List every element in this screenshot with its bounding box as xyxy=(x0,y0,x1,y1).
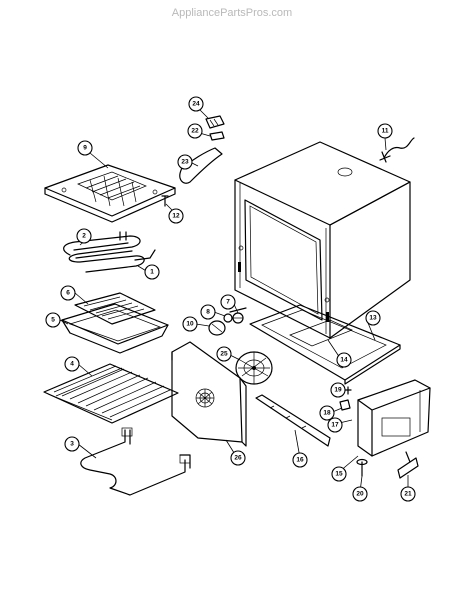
svg-text:25: 25 xyxy=(220,351,228,358)
svg-text:22: 22 xyxy=(191,128,199,135)
part-20-screw xyxy=(356,458,368,477)
callout-1: 1 xyxy=(144,264,160,280)
svg-text:5: 5 xyxy=(51,317,55,324)
callout-16: 16 xyxy=(292,452,308,468)
svg-text:11: 11 xyxy=(382,128,389,135)
part-11-wire xyxy=(379,137,415,163)
part-23-insulation-strip xyxy=(179,147,223,184)
callout-7: 7 xyxy=(220,294,236,310)
part-19-screw xyxy=(344,386,352,395)
svg-text:15: 15 xyxy=(335,471,343,478)
svg-text:2: 2 xyxy=(82,233,86,240)
callout-22: 22 xyxy=(187,123,203,139)
part-14-inner-bottom xyxy=(289,319,353,347)
part-10-light-bulb xyxy=(208,320,226,336)
callout-18: 18 xyxy=(319,405,335,421)
svg-text:21: 21 xyxy=(404,491,412,498)
part-2-bake-element xyxy=(63,231,156,273)
svg-text:7: 7 xyxy=(226,299,230,306)
part-18-clip xyxy=(339,399,351,411)
callout-10: 10 xyxy=(182,316,198,332)
part-21-bracket xyxy=(397,451,419,479)
callout-3: 3 xyxy=(64,436,80,452)
svg-text:19: 19 xyxy=(334,387,342,394)
callout-21: 21 xyxy=(400,486,416,502)
callout-17: 17 xyxy=(327,417,343,433)
callout-11: 11 xyxy=(377,123,393,139)
svg-text:20: 20 xyxy=(356,491,364,498)
callout-23: 23 xyxy=(177,154,193,170)
svg-text:14: 14 xyxy=(340,357,348,364)
svg-text:13: 13 xyxy=(369,315,377,322)
part-9-broil-element-cover xyxy=(44,164,176,223)
callout-8: 8 xyxy=(200,304,216,320)
svg-text:18: 18 xyxy=(323,410,331,417)
part-22-clip xyxy=(209,131,225,141)
svg-text:12: 12 xyxy=(172,213,180,220)
part-13-oven-bottom xyxy=(249,304,401,385)
part-16-mounting-strip xyxy=(255,394,331,447)
svg-text:9: 9 xyxy=(83,145,87,152)
svg-text:26: 26 xyxy=(234,455,242,462)
svg-text:3: 3 xyxy=(70,441,74,448)
callout-24: 24 xyxy=(188,96,204,112)
part-15-terminal-box xyxy=(357,379,431,457)
oven-cavity xyxy=(234,141,411,339)
callout-19: 19 xyxy=(330,382,346,398)
part-8-lamp xyxy=(223,307,247,323)
part-26-fan-cover xyxy=(171,341,247,447)
callout-6: 6 xyxy=(60,285,76,301)
svg-text:6: 6 xyxy=(66,290,70,297)
svg-text:17: 17 xyxy=(331,422,339,429)
svg-text:4: 4 xyxy=(70,361,74,368)
part-24-bracket xyxy=(205,115,225,129)
callout-13: 13 xyxy=(365,310,381,326)
part-6-broiler-grid xyxy=(74,292,156,325)
svg-text:1: 1 xyxy=(150,269,154,276)
callout-9: 9 xyxy=(77,140,93,156)
part-25-convection-fan xyxy=(235,351,273,385)
part-12-screw xyxy=(161,195,169,207)
svg-text:16: 16 xyxy=(296,457,304,464)
callout-12: 12 xyxy=(168,208,184,224)
svg-text:24: 24 xyxy=(192,101,200,108)
callout-5: 5 xyxy=(45,312,61,328)
part-3-lower-bake-element xyxy=(80,427,191,496)
callout-25: 25 xyxy=(216,346,232,362)
svg-text:8: 8 xyxy=(206,309,210,316)
callout-20: 20 xyxy=(352,486,368,502)
part-4-oven-rack xyxy=(43,363,179,424)
svg-text:23: 23 xyxy=(181,159,189,166)
callout-4: 4 xyxy=(64,356,80,372)
callout-2: 2 xyxy=(76,228,92,244)
svg-text:10: 10 xyxy=(186,321,194,328)
watermark-text: AppliancePartsPros.com xyxy=(172,7,292,19)
callout-15: 15 xyxy=(331,466,347,482)
callout-26: 26 xyxy=(230,450,246,466)
callout-14: 14 xyxy=(336,352,352,368)
part-7-lamp-socket xyxy=(232,312,244,324)
part-5-broiler-pan xyxy=(61,303,169,354)
